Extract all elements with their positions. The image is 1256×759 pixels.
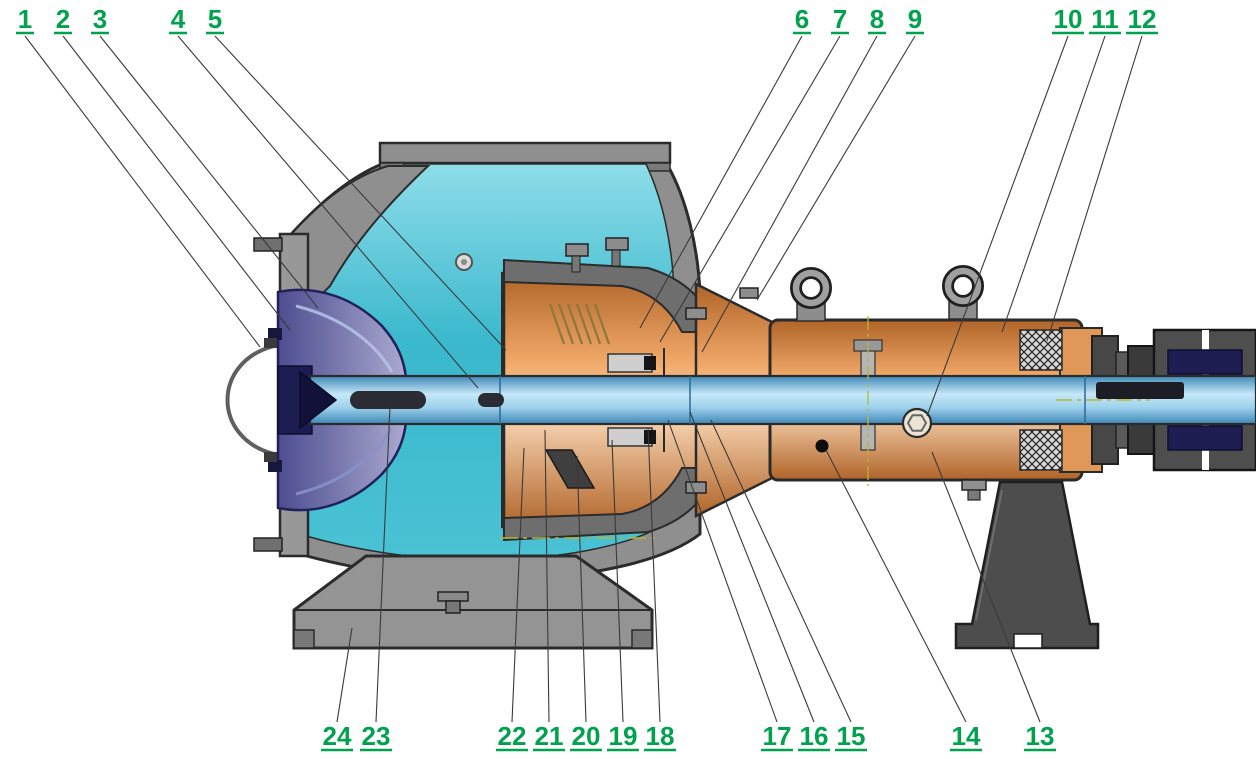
- callout-number: 20: [572, 721, 601, 751]
- callout-23: 23: [360, 405, 392, 752]
- callout-number: 3: [93, 4, 107, 34]
- callout-3: 3: [91, 4, 319, 309]
- callout-10: 10: [926, 4, 1084, 417]
- leader-line-16: [689, 411, 815, 723]
- callout-number: 12: [1128, 4, 1157, 34]
- callout-number: 24: [323, 721, 352, 751]
- callout-22: 22: [496, 447, 528, 752]
- callout-1: 1: [16, 4, 261, 348]
- leader-line-20: [576, 455, 587, 723]
- callout-16: 16: [689, 411, 830, 752]
- pedestal-right: [954, 480, 1100, 650]
- volute-casing: [253, 141, 702, 582]
- oil-plug: [901, 407, 933, 439]
- callout-21: 21: [533, 429, 565, 752]
- callout-number: 11: [1091, 4, 1119, 34]
- callout-8: 8: [701, 4, 886, 353]
- leader-line-8: [701, 35, 878, 353]
- shaft: [299, 370, 1256, 430]
- callout-20: 20: [570, 455, 602, 752]
- suction-cap-arc: [225, 344, 275, 456]
- callout-number: 13: [1026, 721, 1055, 751]
- seal-drive-pin: [544, 449, 596, 489]
- callout-number: 21: [535, 721, 564, 751]
- impeller-keyway: [350, 391, 426, 409]
- callout-24: 24: [321, 627, 353, 752]
- callout-14: 14: [825, 449, 982, 752]
- leader-line-11: [1001, 35, 1106, 333]
- leader-line-14: [825, 449, 967, 723]
- pedestal-left: [292, 554, 654, 650]
- drain-plug: [815, 439, 829, 453]
- leader-line-19: [611, 439, 624, 723]
- leader-line-5: [214, 35, 507, 351]
- callout-6: 6: [639, 4, 811, 329]
- leader-line-2: [62, 35, 291, 331]
- leader-line-6: [639, 35, 803, 329]
- leader-line-4: [177, 35, 479, 389]
- callout-number: 19: [609, 721, 638, 751]
- callout-number: 4: [171, 4, 186, 34]
- callout-number: 14: [952, 721, 981, 751]
- callout-number: 15: [837, 721, 866, 751]
- callout-number: 1: [18, 4, 32, 34]
- callout-number: 6: [795, 4, 809, 34]
- plugs-and-centerlines: [500, 316, 1150, 539]
- callout-2: 2: [54, 4, 291, 331]
- leader-line-21: [544, 429, 550, 723]
- callout-12: 12: [1046, 4, 1158, 342]
- callout-number: 9: [908, 4, 922, 34]
- callout-number: 17: [763, 721, 792, 751]
- impeller-nut: [299, 370, 338, 430]
- callout-5: 5: [206, 4, 507, 351]
- callout-18: 18: [644, 427, 676, 752]
- callout-15: 15: [710, 419, 867, 752]
- leader-line-18: [647, 427, 661, 723]
- leader-line-7: [659, 35, 841, 343]
- callout-9: 9: [756, 4, 924, 301]
- callout-13: 13: [931, 451, 1056, 752]
- coupling-keyway: [1096, 382, 1184, 399]
- callout-number: 5: [208, 4, 222, 34]
- callout-7: 7: [659, 4, 849, 343]
- pedestal-bolt: [437, 591, 469, 602]
- leader-line-22: [511, 447, 525, 723]
- callout-number: 18: [646, 721, 675, 751]
- leader-line-1: [24, 35, 261, 348]
- callout-number: 2: [56, 4, 70, 34]
- callout-number: 16: [800, 721, 829, 751]
- callout-11: 11: [1001, 4, 1121, 333]
- leader-line-9: [756, 35, 916, 301]
- leader-line-10: [926, 35, 1069, 417]
- leader-line-12: [1046, 35, 1143, 342]
- leader-line-23: [375, 405, 391, 723]
- leader-line-17: [667, 419, 778, 723]
- callout-4: 4: [169, 4, 479, 389]
- callout-number: 10: [1054, 4, 1083, 34]
- callout-number: 23: [362, 721, 391, 751]
- leader-line-13: [931, 451, 1041, 723]
- callout-17: 17: [667, 419, 793, 752]
- seal-spring: [548, 303, 611, 345]
- leader-line-3: [99, 35, 319, 309]
- callout-number: 22: [498, 721, 527, 751]
- leader-line-24: [336, 627, 353, 723]
- leader-line-15: [710, 419, 852, 723]
- discharge-flange: [378, 141, 672, 165]
- callout-19: 19: [607, 439, 639, 752]
- callout-number: 8: [870, 4, 884, 34]
- callout-number: 7: [833, 4, 847, 34]
